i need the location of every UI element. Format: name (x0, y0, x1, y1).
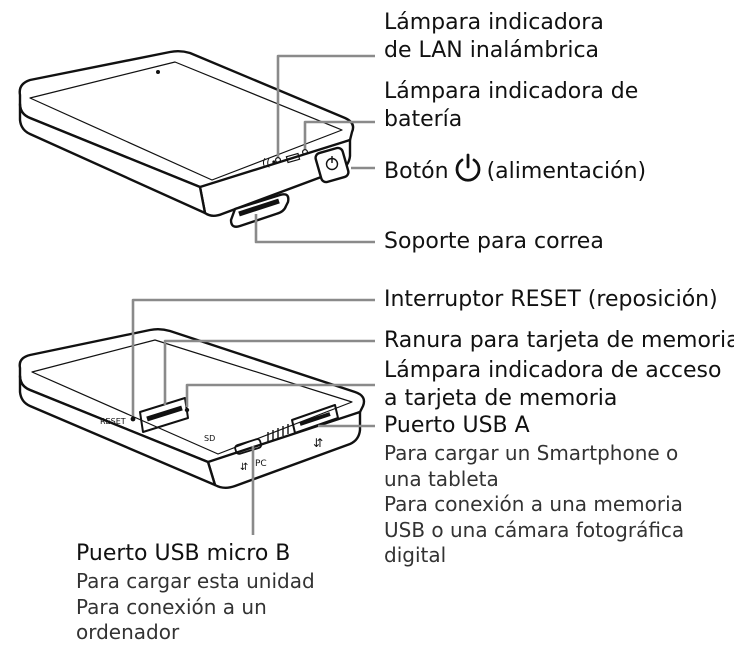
label-strap-holder: Soporte para correa (384, 229, 604, 254)
leader-strap (254, 214, 375, 244)
reset-marking: RESET (100, 417, 126, 426)
power-icon (453, 153, 483, 191)
label-usb-micro-notes: Para cargar esta unidad Para conexión a … (76, 569, 315, 644)
wlan-lamp-dot (275, 157, 282, 164)
label-usb-micro-title: Puerto USB micro B (76, 541, 291, 566)
leader-lines (131, 54, 375, 535)
label-battery-lamp: Lámpara indicadora de batería (384, 79, 639, 132)
label-usb-a-title: Puerto USB A (384, 413, 530, 438)
top-device-illustration (18, 50, 355, 228)
leader-card-lamp (185, 383, 375, 407)
leader-reset (131, 298, 375, 416)
sd-marking: SD (204, 434, 215, 443)
top-device-marks: ((• (262, 149, 309, 169)
leader-card-slot (163, 339, 375, 405)
usb-symbol-icon: ⇵ (313, 436, 323, 450)
bottom-device-illustration (18, 328, 366, 489)
pc-marking: PC (255, 459, 267, 469)
bottom-device-marks: RESET SD PC ⇵ ⇵ (100, 407, 323, 473)
battery-lamp-dot (302, 149, 309, 156)
label-power-button: Botón(alimentación) (384, 153, 646, 191)
leader-wlan (276, 54, 375, 157)
label-card-slot: Ranura para tarjeta de memoria (384, 328, 734, 353)
label-card-access-lamp: Lámpara indicadora de acceso a tarjeta d… (384, 358, 722, 411)
wlan-symbol-icon: ((• (262, 156, 277, 169)
reset-switch-dot (130, 416, 136, 422)
usb-symbol-small-icon: ⇵ (240, 462, 248, 473)
label-wlan-lamp: Lámpara indicadora de LAN inalámbrica (384, 10, 604, 63)
battery-symbol-icon (285, 152, 301, 164)
leader-battery (303, 120, 375, 149)
label-reset-switch: Interruptor RESET (reposición) (384, 287, 718, 312)
card-access-lamp-dot (184, 407, 190, 413)
label-usb-a-notes: Para cargar un Smartphone o una tableta … (384, 441, 685, 567)
